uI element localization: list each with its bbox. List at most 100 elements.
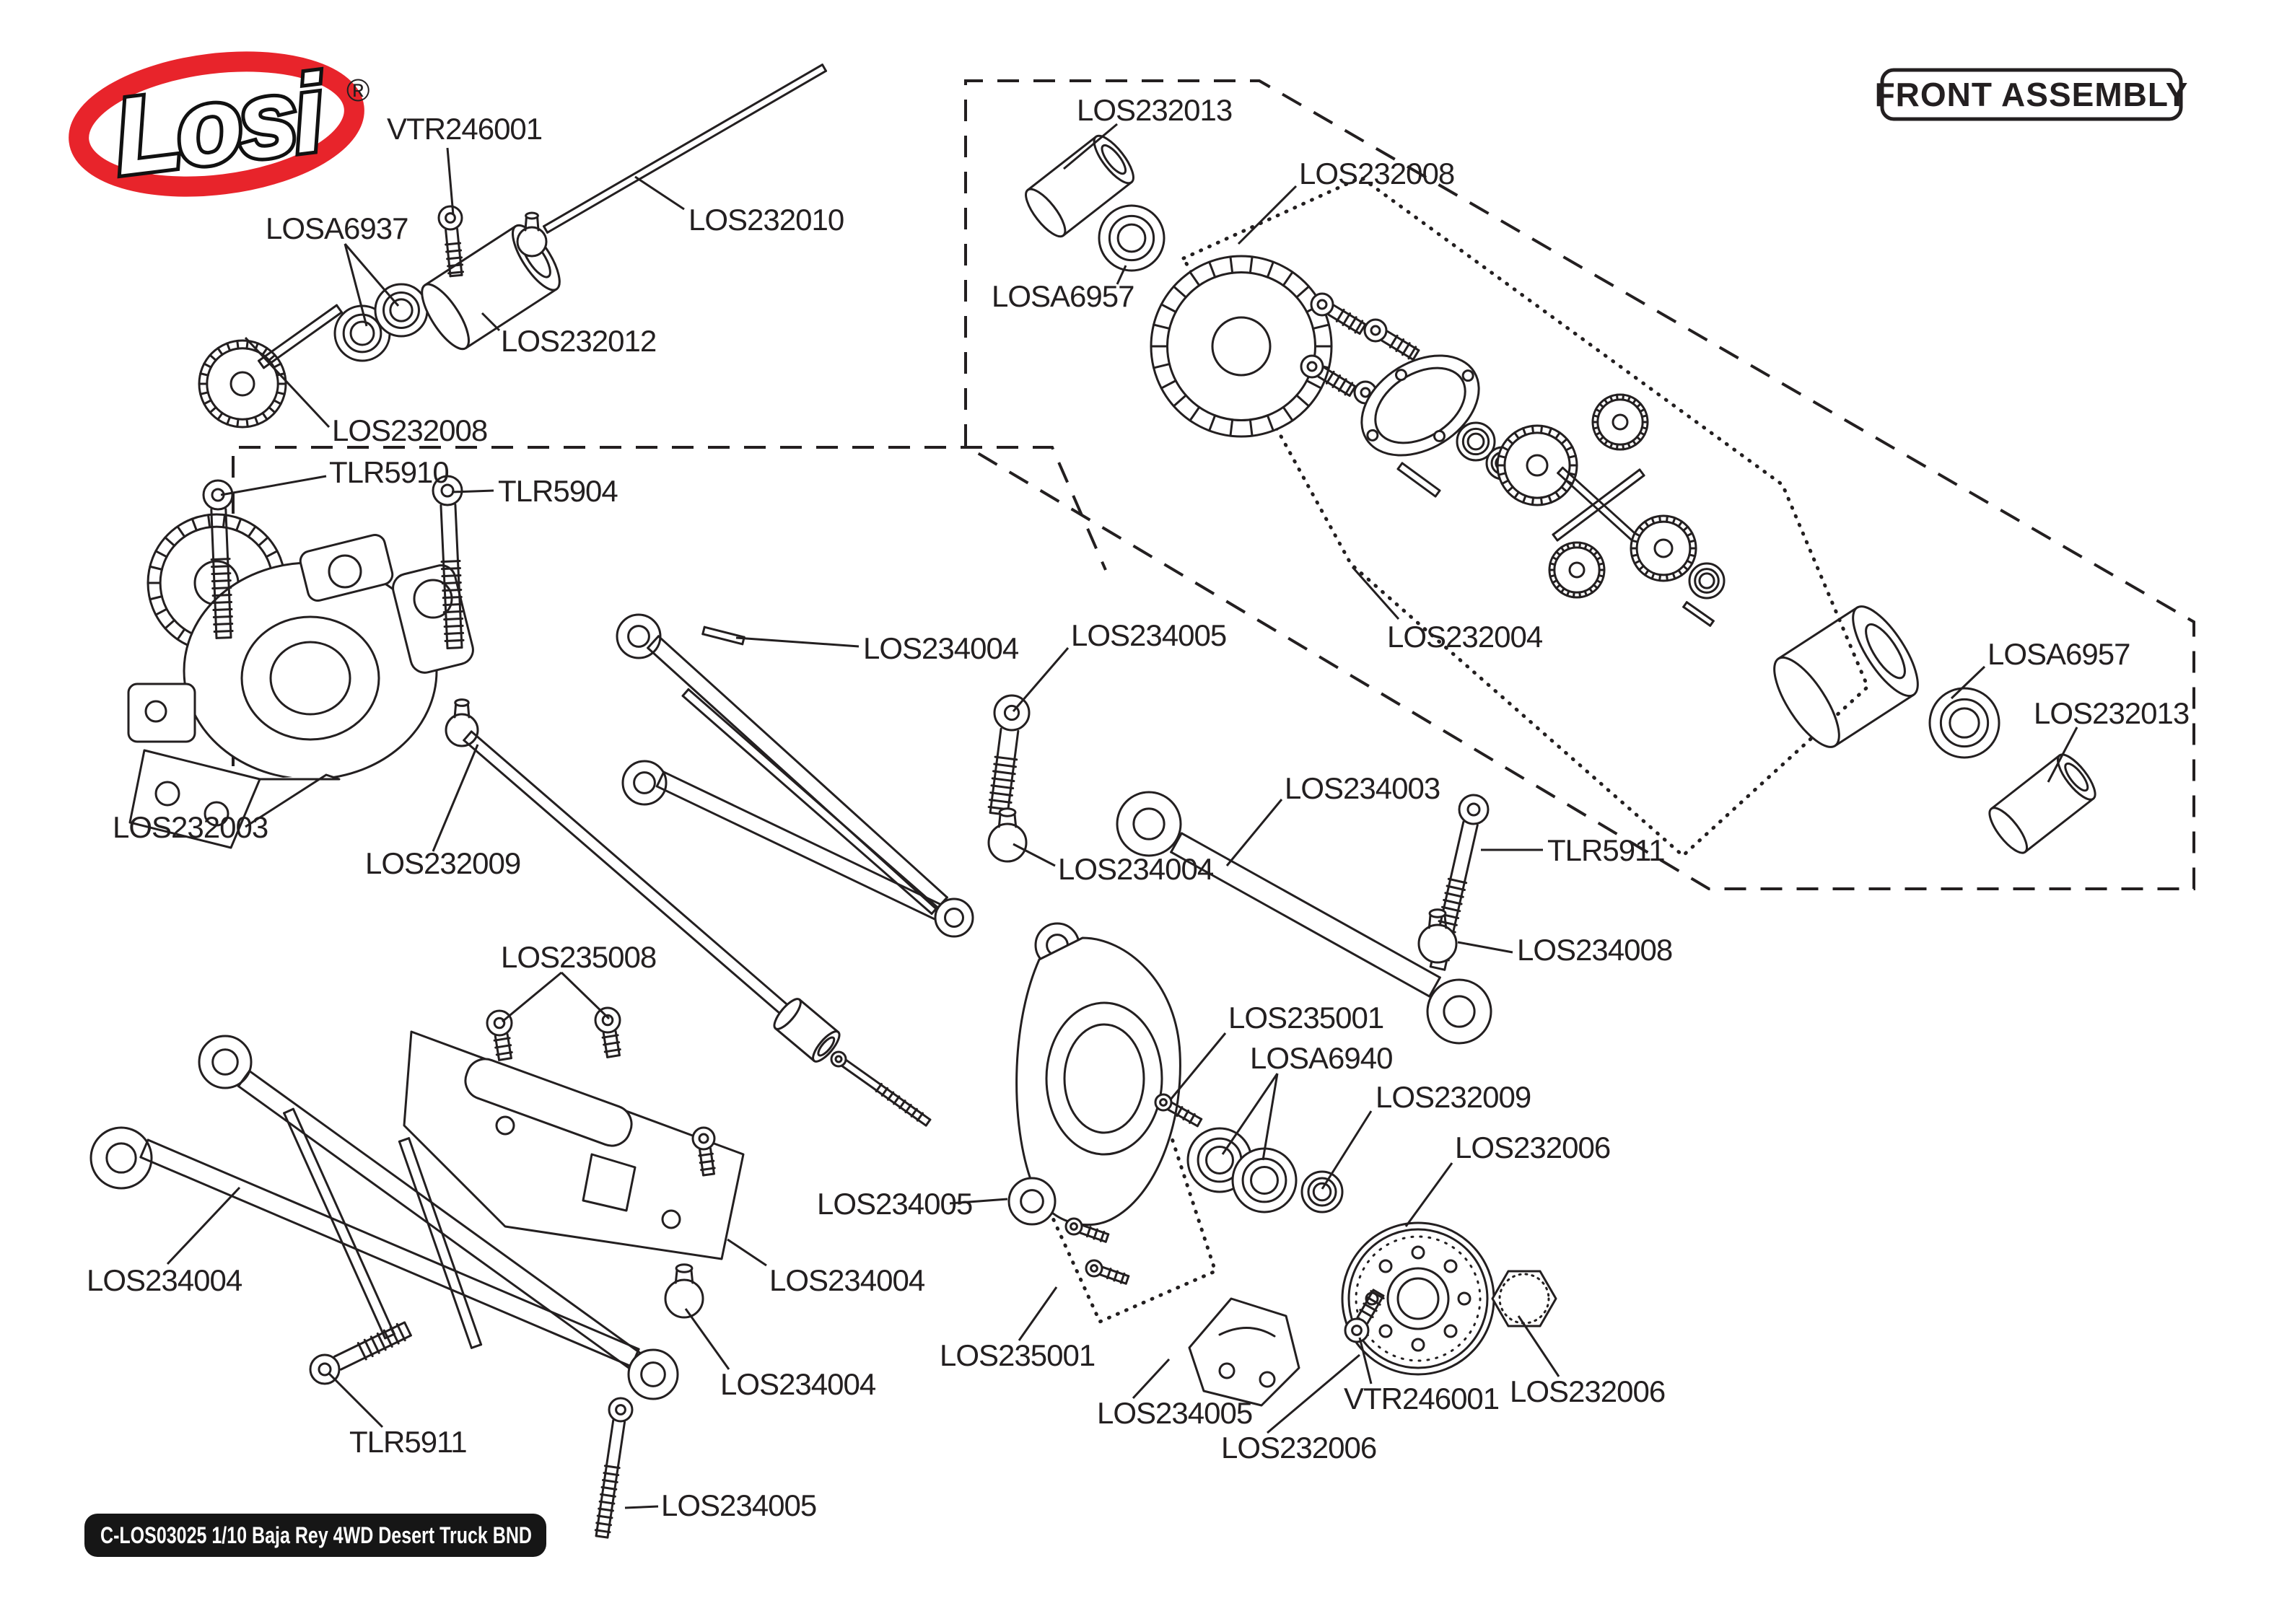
spider-gear-large (1496, 424, 1578, 506)
part-labels: VTR246001 LOSA6937 LOS232010 LOS232012 L… (87, 93, 2190, 1522)
leader-lines (166, 123, 2078, 1509)
driveshaft-ball (445, 698, 479, 747)
part-label: LOSA6940 (1250, 1041, 1393, 1075)
kit-id-text: C-LOS03025 1/10 Baja Rey 4WD Desert Truc… (100, 1522, 532, 1548)
title-box-frame (1880, 68, 2183, 121)
part-label: LOS232004 (1387, 620, 1543, 654)
diff-bearing-top (1098, 204, 1166, 272)
gearbox-screw-tlr5910 (202, 479, 234, 639)
gearbox-screw-tlr5904 (432, 475, 465, 649)
part-label: LOS232006 (1221, 1431, 1376, 1465)
footer-badge-background (84, 1514, 546, 1557)
diff-screw-2 (1363, 318, 1420, 361)
part-label: LOS234008 (1517, 933, 1672, 967)
part-label: LOS232012 (501, 324, 656, 358)
part-label: LOS234004 (863, 631, 1019, 665)
hub-bearing-2 (1231, 1147, 1298, 1213)
part-label: TLR5904 (498, 474, 618, 508)
spider-gear-small-1 (1591, 393, 1649, 451)
part-label: LOS234005 (817, 1187, 972, 1221)
part-label: LOS232010 (688, 203, 844, 237)
part-label: LOS234004 (87, 1263, 242, 1297)
part-label: LOS232008 (1299, 157, 1454, 190)
lower-arm-ball (664, 1263, 704, 1319)
slipper-housing (1773, 605, 1919, 748)
rotor-screw (1344, 1289, 1385, 1343)
hinge-pin-screw (594, 1397, 634, 1539)
part-label: LOS235001 (940, 1338, 1095, 1372)
part-label: LOS234003 (1285, 771, 1440, 805)
part-label: LOS234004 (769, 1263, 925, 1297)
part-label: LOS232006 (1455, 1131, 1610, 1164)
upper-arm-screw (987, 694, 1031, 817)
plate-screw-1 (486, 1009, 513, 1061)
lower-arm-screw-tlr5911 (309, 1321, 412, 1385)
link-ball (1417, 908, 1458, 964)
part-label: LOS234004 (720, 1367, 876, 1401)
part-label: TLR5911 (349, 1425, 467, 1459)
logo-wordmark: Losi (108, 51, 333, 198)
brake-rotor (1341, 1221, 1495, 1376)
lower-arm (89, 1035, 679, 1400)
part-label: VTR246001 (1344, 1382, 1499, 1415)
part-label: LOS234005 (661, 1488, 816, 1522)
part-label: TLR5911 (1547, 833, 1665, 867)
part-label: TLR5910 (329, 455, 449, 489)
brake-caliper (1188, 1297, 1300, 1407)
part-label: LOSA6957 (1987, 637, 2130, 671)
kingpin-screw-2 (1085, 1259, 1130, 1285)
kingpin-screw-1 (1064, 1217, 1110, 1243)
hub-set-screw (1154, 1093, 1203, 1128)
part-label: LOS232003 (113, 810, 268, 844)
diff-shim-1 (1456, 421, 1496, 462)
plate-screw-2 (594, 1006, 621, 1058)
part-label: LOS232009 (1376, 1080, 1531, 1114)
part-label: LOS234004 (1058, 852, 1214, 886)
losi-logo: Losi ® (69, 48, 369, 201)
driveshaft-coupler (773, 998, 841, 1063)
diff-gasket (1360, 354, 1480, 457)
diff-bearing-bottom (1928, 687, 2000, 759)
part-label: LOS232009 (365, 846, 520, 880)
part-label: LOS232013 (1077, 93, 1232, 127)
right-dashed-polygon (964, 79, 2195, 890)
parts-artwork (89, 63, 2096, 1539)
part-label: LOS235008 (501, 940, 656, 974)
gearbox-housing (127, 533, 474, 849)
part-label: LOS232013 (2034, 696, 2189, 730)
part-label: LOS235001 (1228, 1001, 1383, 1035)
input-bearing-2 (374, 283, 429, 338)
part-label: VTR246001 (387, 112, 542, 146)
diff-cross-pin (1552, 466, 1645, 547)
upper-arm-ball (987, 807, 1028, 863)
diff-screw-3 (1300, 354, 1357, 397)
diff-output-gear (1630, 514, 1697, 582)
spider-gear-small-2 (1548, 541, 1606, 599)
part-label: LOS234005 (1071, 618, 1226, 652)
part-label: LOS234005 (1097, 1396, 1252, 1430)
diff-pin-small (1396, 462, 1441, 498)
footer-badge: C-LOS03025 1/10 Baja Rey 4WD Desert Truc… (84, 1514, 546, 1557)
input-shaft (258, 304, 343, 369)
part-label: LOS232008 (332, 413, 487, 447)
logo-oval (69, 51, 364, 197)
diff-screw-1 (1310, 292, 1367, 335)
skid-plate (403, 1030, 745, 1260)
diff-ring-gear-right (1150, 255, 1333, 438)
outdrive-cup-bottom (1988, 753, 2096, 854)
steering-knuckle (1007, 922, 1181, 1226)
stub-axle-thread (830, 1050, 932, 1127)
pivot-ball-top (516, 211, 548, 258)
part-label: LOSA6957 (992, 279, 1134, 313)
long-axle (542, 63, 828, 234)
registered-mark-icon: ® (346, 73, 369, 108)
diagram-title: FRONT ASSEMBLY (1875, 76, 2189, 113)
diff-washer (1688, 562, 1726, 600)
hub-spacer (1300, 1170, 1344, 1213)
wheel-hex-nut (1491, 1270, 1557, 1327)
coupler-screw (437, 205, 465, 278)
diff-pin-2 (1682, 601, 1715, 627)
part-label: LOSA6937 (266, 211, 408, 245)
outdrive-cup-top (1025, 134, 1134, 238)
